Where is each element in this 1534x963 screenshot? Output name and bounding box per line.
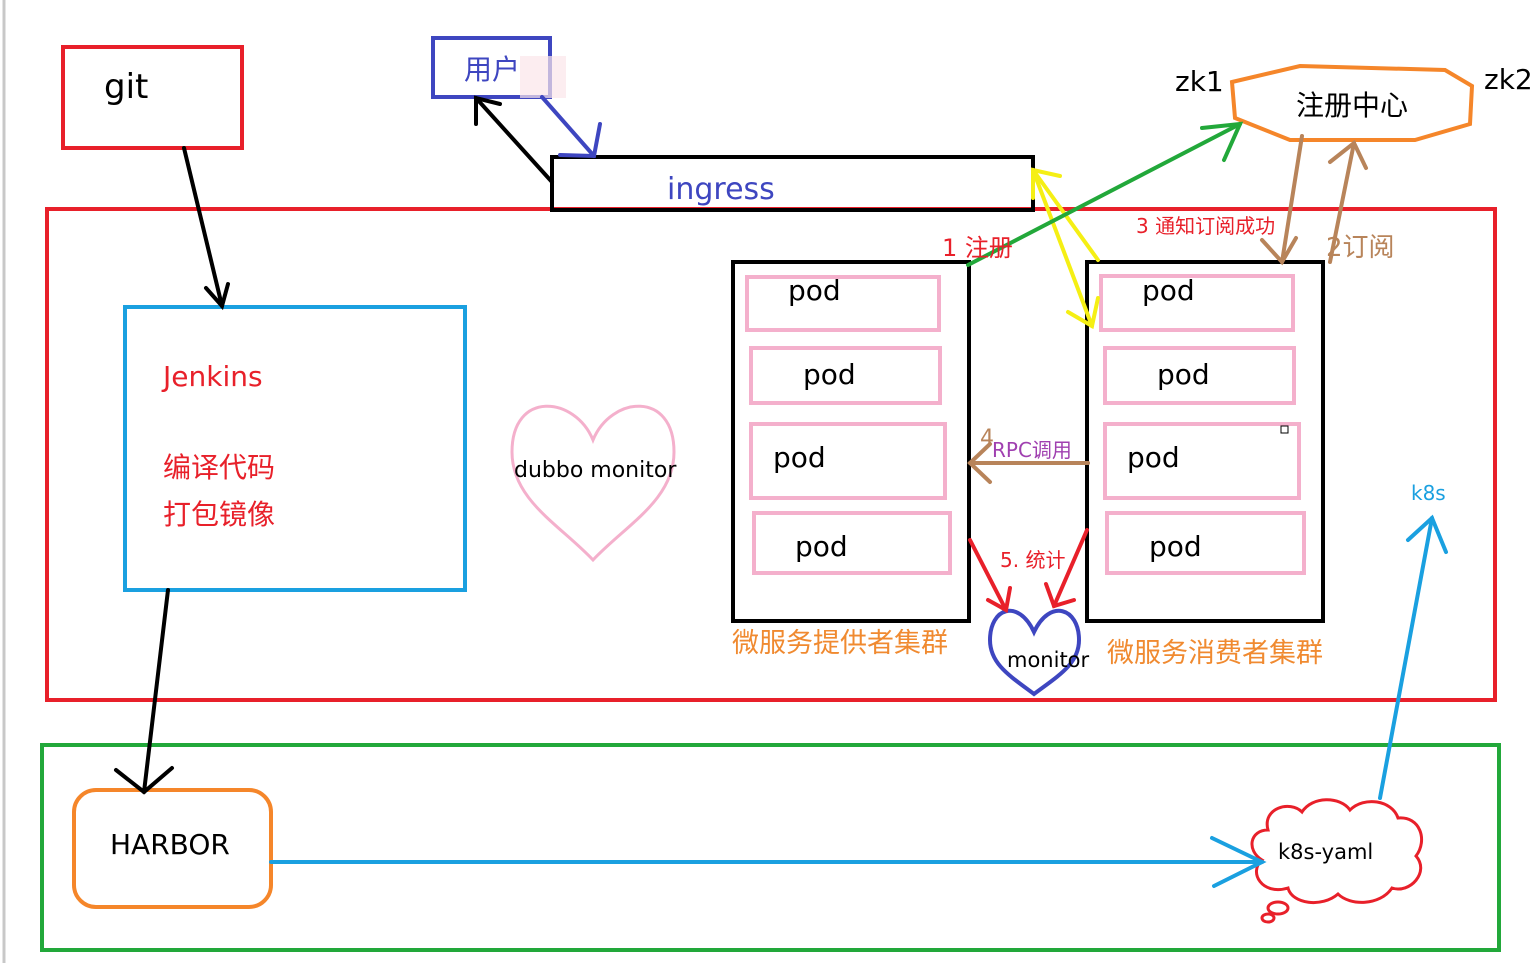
k8s-yaml-cloud — [1250, 798, 1424, 905]
arrow-stats-consumer — [1044, 528, 1089, 609]
consumer-pod-label: pod — [1149, 530, 1202, 563]
jenkins-step-compile: 编译代码 — [163, 451, 276, 484]
provider-cluster-label: 微服务提供者集群 — [732, 628, 948, 659]
arrow-user-to-ingress — [540, 95, 602, 159]
harbor-label: HARBOR — [110, 828, 230, 861]
provider-pod-label: pod — [795, 530, 848, 563]
flow-stats-label: 5. 统计 — [1000, 548, 1066, 572]
consumer-pod-3 — [1103, 422, 1301, 500]
cloud-bubble-2 — [1260, 912, 1276, 924]
arrow-yaml-to-k8s — [1378, 514, 1448, 800]
jenkins-title: Jenkins — [163, 360, 263, 393]
k8s-yaml-label: k8s-yaml — [1278, 840, 1374, 864]
monitor-label: monitor — [1007, 648, 1090, 672]
consumer-pod-2 — [1103, 346, 1296, 405]
arrow-harbor-to-yaml — [269, 836, 1267, 888]
provider-pod-2 — [749, 346, 942, 405]
consumer-pod-label: pod — [1157, 358, 1210, 391]
user-badge — [520, 56, 566, 98]
arrow-git-to-jenkins — [182, 146, 230, 311]
git-box — [61, 45, 244, 150]
k8s-label: k8s — [1411, 481, 1446, 505]
arrow-jenkins-to-harbor — [114, 588, 174, 795]
provider-pod-label: pod — [773, 441, 826, 474]
provider-pod-label: pod — [788, 274, 841, 307]
ingress-box — [550, 155, 1035, 212]
consumer-pod-label: pod — [1127, 441, 1180, 474]
dubbo-monitor-heart — [510, 404, 676, 563]
arrow-rpc — [967, 442, 1090, 484]
consumer-pod-label: pod — [1142, 274, 1195, 307]
consumer-cluster-label: 微服务消费者集群 — [1107, 638, 1323, 669]
provider-pod-3 — [749, 422, 947, 500]
jenkins-box — [123, 305, 467, 592]
arrow-notify — [1260, 134, 1304, 266]
small-handle — [1280, 425, 1289, 434]
harbor-box — [72, 788, 273, 909]
consumer-pod-4 — [1105, 511, 1306, 575]
registry-hexagon — [1229, 63, 1475, 142]
provider-cluster-box — [731, 260, 971, 623]
arrow-stats-provider — [968, 538, 1012, 614]
flow-rpc-number: 4 — [980, 426, 994, 451]
registry-label: 注册中心 — [1296, 89, 1409, 122]
infra-frame — [40, 743, 1501, 952]
consumer-pod-1 — [1099, 274, 1295, 332]
flow-notify-label: 3 通知订阅成功 — [1136, 214, 1276, 238]
provider-pod-1 — [745, 275, 941, 332]
provider-pod-4 — [752, 511, 952, 575]
flow-register-label: 1 注册 — [942, 234, 1013, 262]
ingress-label: ingress — [667, 172, 775, 207]
monitor-heart — [987, 608, 1082, 697]
consumer-cluster-box — [1085, 260, 1325, 623]
cloud-bubble-1 — [1266, 900, 1290, 916]
provider-pod-label: pod — [803, 358, 856, 391]
jenkins-step-package: 打包镜像 — [163, 498, 276, 531]
flow-rpc-label: RPC调用 — [992, 438, 1072, 462]
dubbo-monitor-label: dubbo monitor — [514, 458, 677, 483]
zk2-label: zk2 — [1484, 63, 1533, 96]
arrow-register — [966, 121, 1244, 267]
zk1-label: zk1 — [1175, 65, 1224, 98]
flow-subscribe-label: 2订阅 — [1326, 233, 1395, 263]
user-label: 用户 — [464, 53, 521, 86]
arrow-ingress-to-user — [474, 95, 554, 184]
git-label: git — [104, 67, 149, 107]
arrow-subscribe — [1328, 139, 1368, 264]
